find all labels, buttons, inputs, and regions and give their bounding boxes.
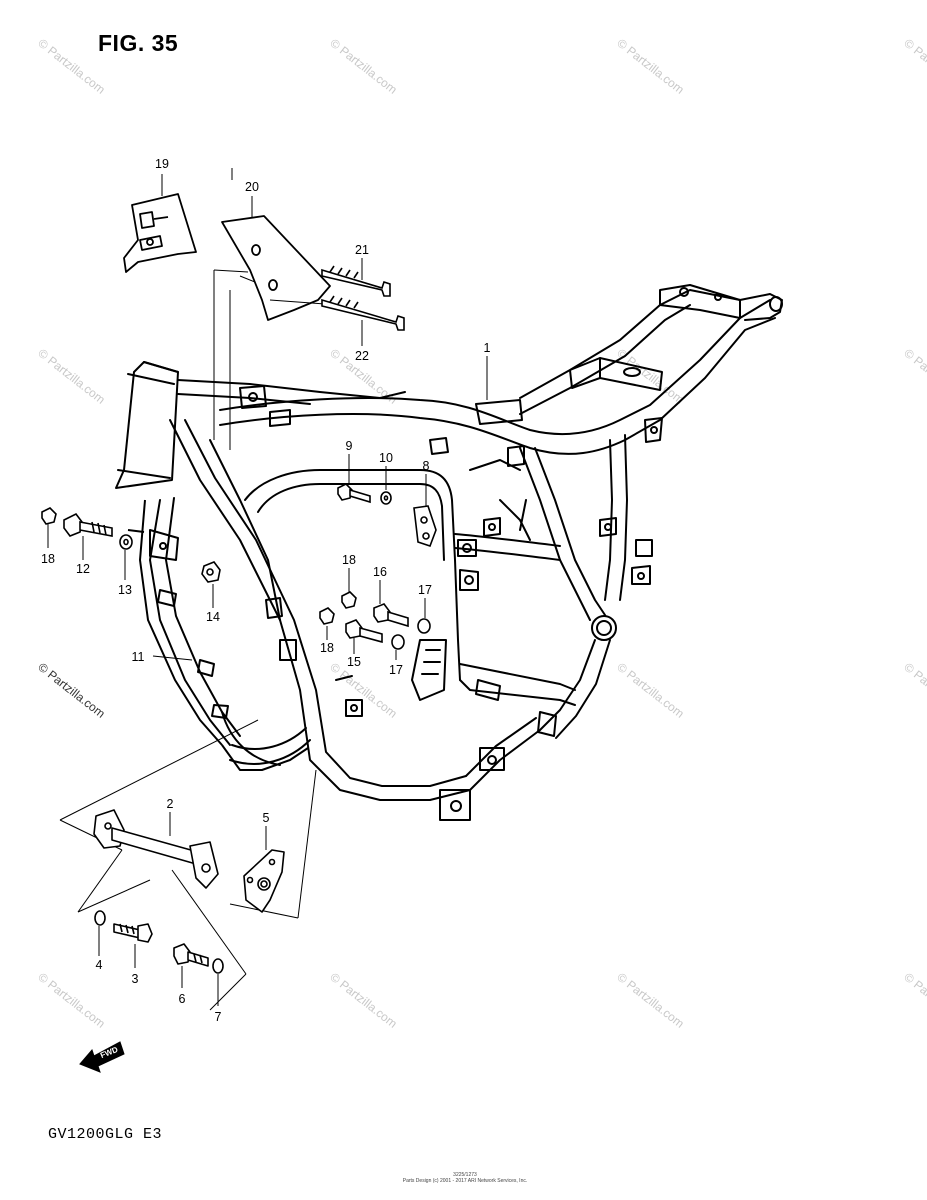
callout-3: 3 <box>132 972 139 986</box>
callout-4: 4 <box>96 958 103 972</box>
left-fasteners <box>41 507 221 583</box>
callout-14: 14 <box>206 610 220 624</box>
callout-11: 11 <box>132 650 145 664</box>
callout-20: 20 <box>245 180 259 194</box>
long-bolts <box>239 265 405 331</box>
callout-22: 22 <box>355 349 369 363</box>
fwd-indicator: FWD <box>80 1040 126 1070</box>
callout-18: 18 <box>41 552 55 566</box>
callout-18: 18 <box>342 553 356 567</box>
callout-5: 5 <box>263 811 270 825</box>
callout-13: 13 <box>118 583 132 597</box>
bracket-cover <box>123 193 197 273</box>
side-frame-member <box>127 499 309 771</box>
footer-copyright: Parts Design (c) 2001 - 2017 ARI Network… <box>402 1178 528 1184</box>
mid-fasteners <box>319 483 437 650</box>
fwd-arrow-icon <box>79 1041 125 1073</box>
callout-labels: 19 20 21 22 1 9 10 8 18 12 13 14 11 18 1… <box>41 157 490 1024</box>
callout-1: 1 <box>484 341 491 355</box>
callout-19: 19 <box>155 157 169 171</box>
footer-code: 3225/1273 <box>453 1172 477 1178</box>
callout-18: 18 <box>320 641 334 655</box>
guide-lines <box>213 168 249 450</box>
callout-17: 17 <box>418 583 432 597</box>
fwd-label: FWD <box>98 1044 120 1061</box>
callout-21: 21 <box>355 243 369 257</box>
figure-title: FIG. 35 <box>98 30 179 56</box>
callout-2: 2 <box>167 797 174 811</box>
callout-8: 8 <box>423 459 430 473</box>
mounting-plate <box>221 215 331 321</box>
callout-7: 7 <box>215 1010 222 1024</box>
callout-16: 16 <box>373 565 387 579</box>
callout-9: 9 <box>346 439 353 453</box>
callout-15: 15 <box>347 655 361 669</box>
main-frame <box>115 284 783 821</box>
callout-17: 17 <box>389 663 403 677</box>
callout-6: 6 <box>179 992 186 1006</box>
callout-10: 10 <box>379 451 393 465</box>
model-code: GV1200GLG E3 <box>48 1126 163 1143</box>
callout-12: 12 <box>76 562 90 576</box>
leader-lines <box>47 174 488 1006</box>
engine-mount-group <box>59 719 317 1011</box>
